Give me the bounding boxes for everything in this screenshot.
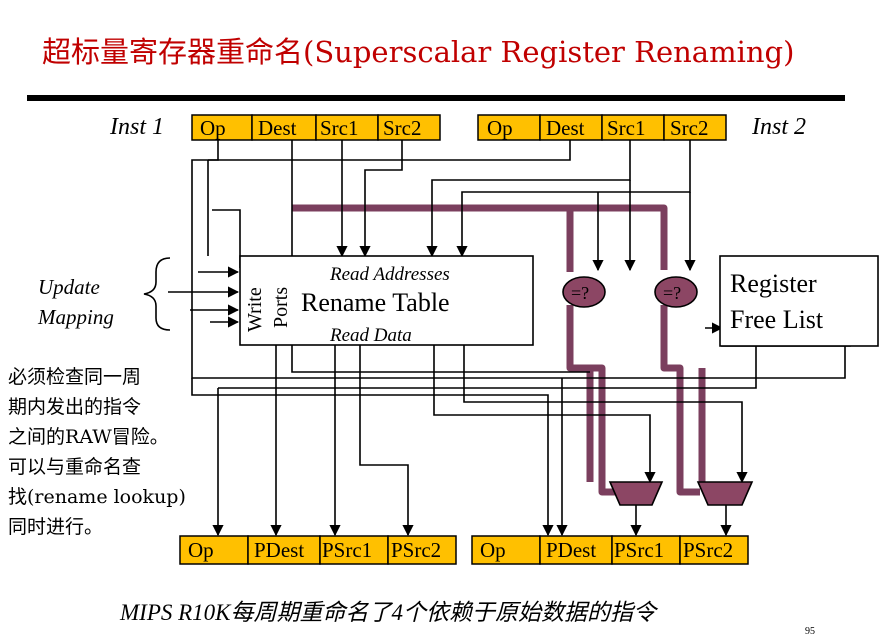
inst2-op-box [477,114,541,141]
free-list-box [719,255,879,347]
slide-title: 超标量寄存器重命名(Superscalar Register Renaming) [42,35,794,69]
inst1-dest: Dest [258,116,297,140]
comparator-1-label: =? [571,283,589,303]
inst1-src2: Src2 [383,116,422,140]
out2-op-box [471,535,541,565]
out1-fields: Op PDest PSrc1 PSrc2 [179,535,457,565]
out1-psrc2: PSrc2 [391,538,441,562]
rename-table-name: Rename Table [301,288,450,317]
inst2-fields: Op Dest Src1 Src2 [477,114,727,141]
inst1-op: Op [200,116,226,140]
write-ports-label-2: Ports [270,287,292,328]
out1-psrc2-box [387,535,457,565]
comparator-1: =? [562,276,606,308]
note-line-2: 期内发出的指令 [8,396,141,418]
inst1-src1: Src1 [320,116,359,140]
out1-psrc1-box [319,535,389,565]
inst1-op-box [191,114,253,141]
out1-op: Op [188,538,214,562]
write-ports-label-1: Write [244,287,266,332]
inst2-dest: Dest [546,116,585,140]
inst2-dest-box [539,114,603,141]
inst1-fields: Op Dest Src1 Src2 [191,114,441,141]
inst2-src2: Src2 [670,116,709,140]
out1-pdest-box [247,535,321,565]
rename-table-read-data: Read Data [329,325,412,346]
inst2-label: Inst 2 [751,114,806,140]
note-line-1: 必须检查同一周 [8,366,141,388]
out2-psrc1: PSrc1 [614,538,664,562]
note-line-4: 可以与重命名查 [8,456,141,478]
out2-op: Op [480,538,506,562]
note-line-5: 找(rename lookup) [8,486,186,508]
wires [168,140,851,537]
inst2-src1: Src1 [607,116,646,140]
inst1-src2-box [377,114,441,141]
out2-pdest: PDest [546,538,596,562]
rename-table-read-addresses: Read Addresses [329,264,450,285]
out1-psrc1: PSrc1 [322,538,372,562]
comparator-2-label: =? [663,283,681,303]
mux-1 [608,481,664,506]
update-mapping-line1: Update [38,275,100,299]
note-line-6: 同时进行。 [8,516,103,538]
update-mapping-line2: Mapping [37,305,114,329]
title-rule [27,95,845,101]
inst1-dest-box [251,114,317,141]
footer-caption: MIPS R10K每周期重命名了4个依赖于原始数据的指令 [119,600,659,625]
out2-fields: Op PDest PSrc1 PSrc2 [471,535,749,565]
inst1-label: Inst 1 [109,114,164,140]
bypass-highlight [292,204,706,496]
out2-psrc2-box [679,535,749,565]
comparator-2: =? [654,276,698,308]
inst2-op: Op [487,116,513,140]
out1-op-box [179,535,249,565]
mux-2 [696,481,754,506]
inst2-src2-box [663,114,727,141]
note-line-3: 之间的RAW冒险。 [8,426,169,448]
free-list-line2: Free List [730,305,824,334]
inst1-src1-box [315,114,379,141]
out1-pdest: PDest [254,538,304,562]
out2-psrc2: PSrc2 [683,538,733,562]
raw-hazard-note: 必须检查同一周 期内发出的指令 之间的RAW冒险。 可以与重命名查 找(rena… [8,366,186,538]
free-list-line1: Register [730,269,817,298]
rename-table-box [239,255,534,346]
update-mapping-brace [143,257,171,331]
page-number: 95 [805,626,815,637]
inst2-src1-box [601,114,665,141]
